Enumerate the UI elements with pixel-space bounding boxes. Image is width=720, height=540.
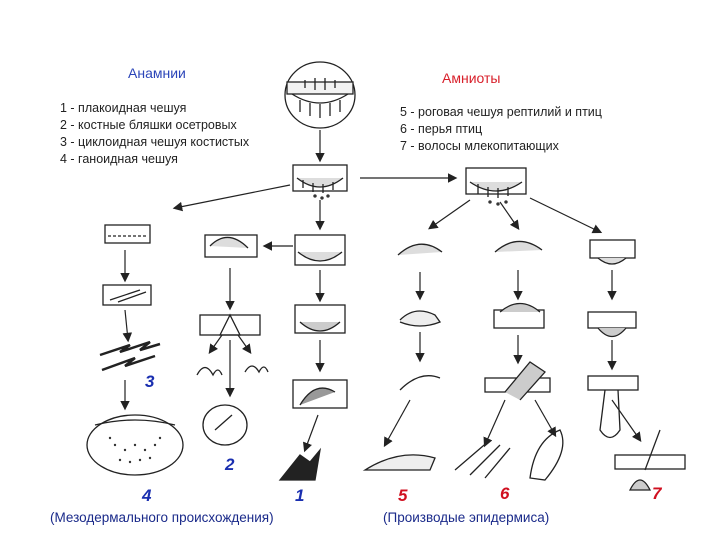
- label-number-2: 2: [225, 455, 235, 474]
- arrow-col5-3b: [534, 399, 557, 438]
- label-number-7: 7: [652, 484, 662, 503]
- label-number-1: 1: [295, 486, 305, 505]
- arrow-col6-3: [611, 399, 642, 442]
- label-number-3: 3: [145, 372, 155, 391]
- label-number-6: 6: [500, 484, 510, 503]
- flow-arrows: [120, 130, 642, 453]
- column-cycloid-ganoid-figures: [86, 224, 184, 476]
- legend-item-4: 4 - ганоидная чешуя: [60, 152, 178, 166]
- legend-item-3: 3 - циклоидная чешуя костистых: [60, 135, 250, 149]
- title-amnioty: Амниоты: [442, 70, 501, 86]
- column-bony-plates-figures: [196, 234, 269, 446]
- arrow-col4-3: [383, 399, 411, 448]
- legend-item-5: 5 - роговая чешуя рептилий и птиц: [400, 105, 602, 119]
- center-stage-figure: [292, 164, 348, 200]
- title-anamnii: Анамнии: [128, 65, 186, 81]
- arrow-amn-right: [529, 197, 603, 234]
- arrow-amn-mid: [499, 201, 520, 230]
- column-hair-figures: [587, 239, 686, 491]
- legend-anamnii: 1 - плакоидная чешуя 2 - костные бляшки …: [60, 100, 249, 168]
- arrow-col2-2a: [208, 334, 223, 354]
- column-horny-scale-figures: [362, 243, 443, 471]
- arrow-col1-2: [122, 309, 133, 343]
- amnioty-stage-figure: [465, 167, 527, 206]
- label-number-4: 4: [142, 486, 152, 505]
- caption-epidermal: (Производые эпидермиса): [383, 510, 550, 525]
- arrow-amn-left: [428, 199, 471, 230]
- legend-item-7: 7 - волосы млекопитающих: [400, 139, 559, 153]
- caption-mesodermal: (Мезодермального происхождения): [50, 510, 274, 525]
- arrow-center-to-left: [172, 184, 291, 212]
- arrow-col2-2b: [237, 334, 252, 354]
- column-cycloid-dots: [108, 436, 162, 464]
- embryo-origin-figure: [284, 61, 356, 129]
- legend-amnioty: 5 - роговая чешуя рептилий и птиц 6 - пе…: [400, 104, 602, 155]
- arrow-col3-3: [303, 414, 319, 453]
- legend-item-1: 1 - плакоидная чешуя: [60, 101, 187, 115]
- legend-item-2: 2 - костные бляшки осетровых: [60, 118, 237, 132]
- column-feather-figures: [454, 240, 564, 481]
- label-number-5: 5: [398, 486, 408, 505]
- legend-item-6: 6 - перья птиц: [400, 122, 483, 136]
- arrow-col5-3a: [483, 399, 506, 448]
- column-placoid-figures: [278, 234, 348, 481]
